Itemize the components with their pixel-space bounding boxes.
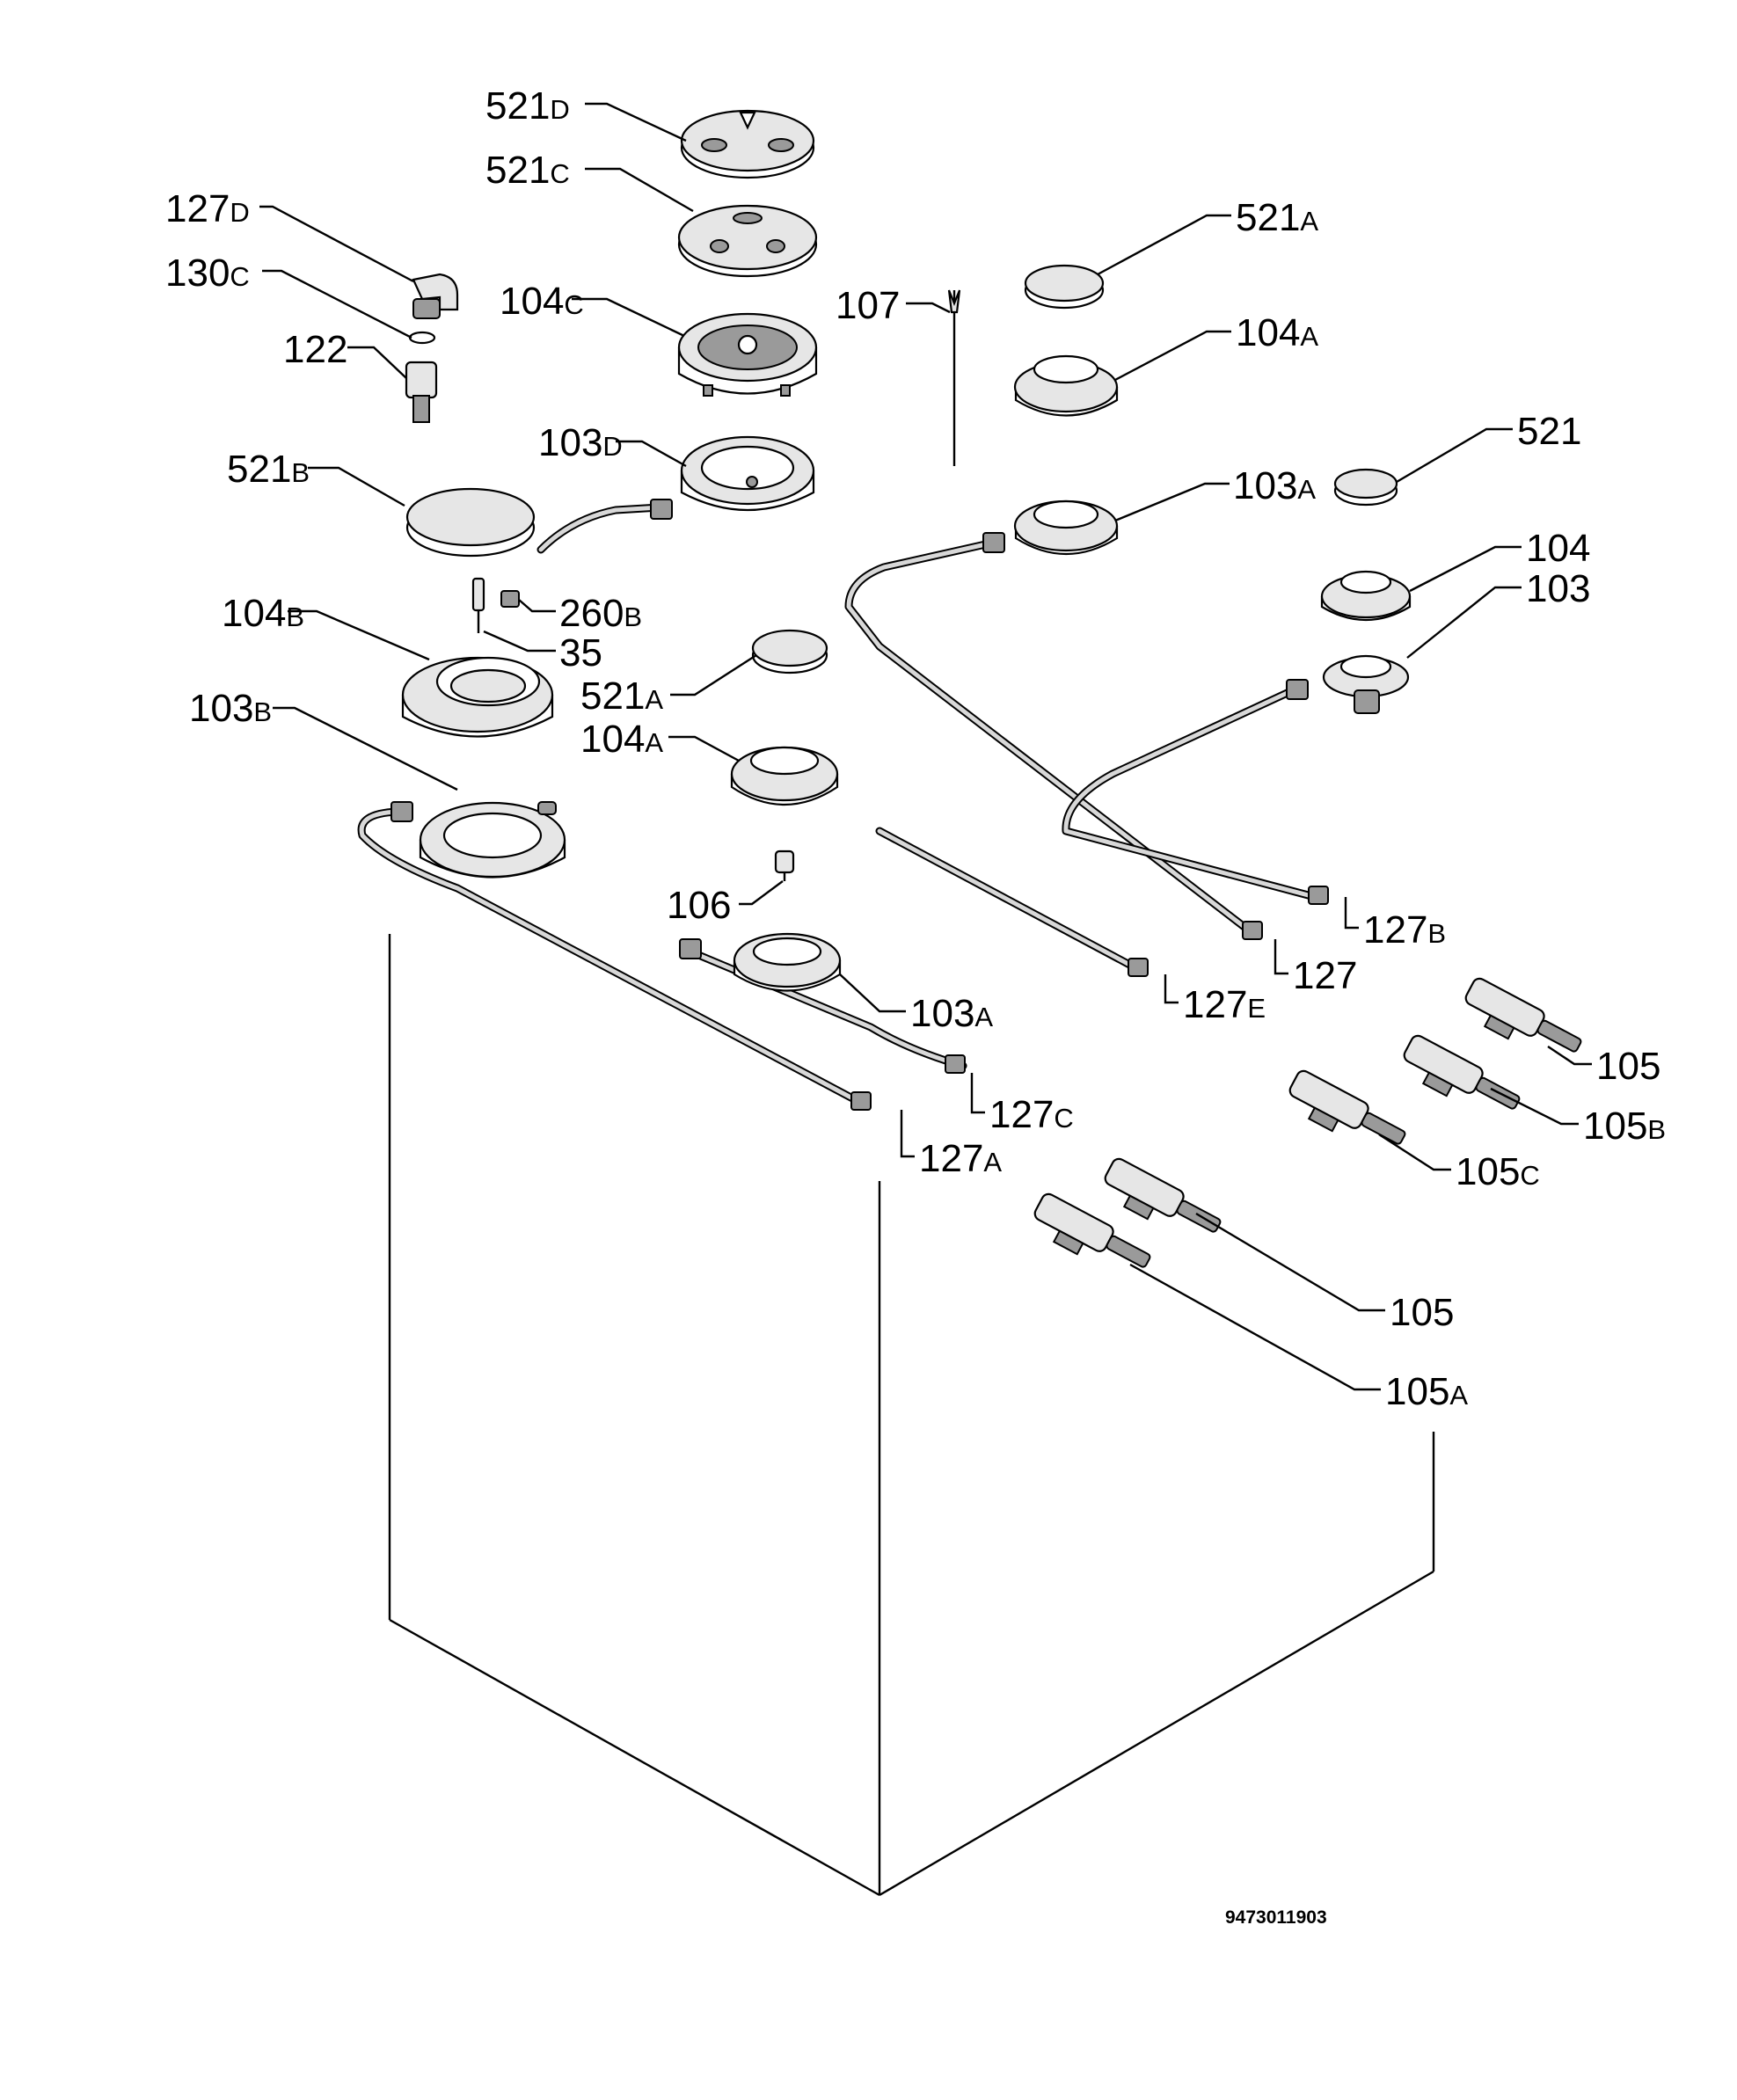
valve-taps <box>1033 977 1582 1268</box>
label-127e: 127E <box>1183 983 1266 1026</box>
label-127c: 127C <box>989 1093 1074 1136</box>
label-103d: 103D <box>538 421 623 464</box>
label-103a-low: 103A <box>910 992 993 1035</box>
part-labels: 521D 521C 127D 130C 104C 107 521A 122 10… <box>165 84 1666 1928</box>
label-105b: 105B <box>1583 1105 1666 1148</box>
label-103a-top: 103A <box>1233 464 1316 507</box>
burner-cup-103b <box>419 801 566 879</box>
leader-lines <box>259 102 1592 1391</box>
spark-electrode-35 <box>471 577 485 633</box>
crown-cap-521a-mid <box>751 629 828 674</box>
label-35: 35 <box>559 631 602 674</box>
connector-122 <box>405 361 438 423</box>
label-521a-top: 521A <box>1236 196 1318 239</box>
label-104c: 104C <box>500 280 584 323</box>
burner-cup-103d <box>680 435 815 511</box>
pipe-fittings <box>390 499 1329 1111</box>
crown-cap-521c <box>677 204 818 278</box>
label-127a: 127A <box>919 1137 1002 1180</box>
burner-head-104c <box>677 312 818 397</box>
label-122: 122 <box>283 328 347 371</box>
label-104a-mid: 104A <box>580 718 663 761</box>
burner-cup-103a-top <box>1013 499 1119 556</box>
label-260b: 260B <box>559 592 642 635</box>
label-521d: 521D <box>485 84 570 128</box>
label-107: 107 <box>836 284 900 327</box>
burner-head-104a-top <box>1013 354 1119 417</box>
crown-cap-521d <box>680 109 815 179</box>
elbow-fitting-127d <box>412 273 459 319</box>
label-521: 521 <box>1517 410 1581 453</box>
label-103b: 103B <box>189 687 272 730</box>
label-521a-mid: 521A <box>580 674 663 718</box>
burner-head-104-right <box>1320 570 1412 621</box>
burner-head-104b <box>401 656 554 738</box>
label-103: 103 <box>1526 567 1590 610</box>
seal-washer-130c <box>408 331 436 345</box>
label-127d: 127D <box>165 187 250 230</box>
label-105-low: 105 <box>1390 1291 1454 1334</box>
crown-cap-521b <box>405 487 536 558</box>
label-104b: 104B <box>222 592 304 635</box>
label-130c: 130C <box>165 252 250 295</box>
label-127: 127 <box>1293 954 1357 997</box>
thermocouple-107 <box>947 289 961 466</box>
burner-cup-103a-low <box>733 932 842 992</box>
cabinet-outline <box>388 934 1435 1897</box>
burner-cup-103-right <box>1322 654 1410 714</box>
crown-cap-521-right <box>1333 468 1398 507</box>
label-104: 104 <box>1526 527 1590 570</box>
clip-260b <box>500 590 520 608</box>
label-105-right: 105 <box>1596 1045 1660 1088</box>
burner-head-104a-mid <box>730 746 839 806</box>
crown-cap-521a-top <box>1024 264 1105 310</box>
label-106: 106 <box>667 884 731 927</box>
injector-106 <box>774 849 795 881</box>
label-104a-top: 104A <box>1236 311 1318 354</box>
label-521c: 521C <box>485 149 570 192</box>
label-105a: 105A <box>1385 1370 1468 1413</box>
label-105c: 105C <box>1456 1150 1540 1193</box>
label-521b: 521B <box>227 448 310 491</box>
drawing-number: 9473011903 <box>1225 1907 1327 1928</box>
label-127b: 127B <box>1363 908 1446 952</box>
